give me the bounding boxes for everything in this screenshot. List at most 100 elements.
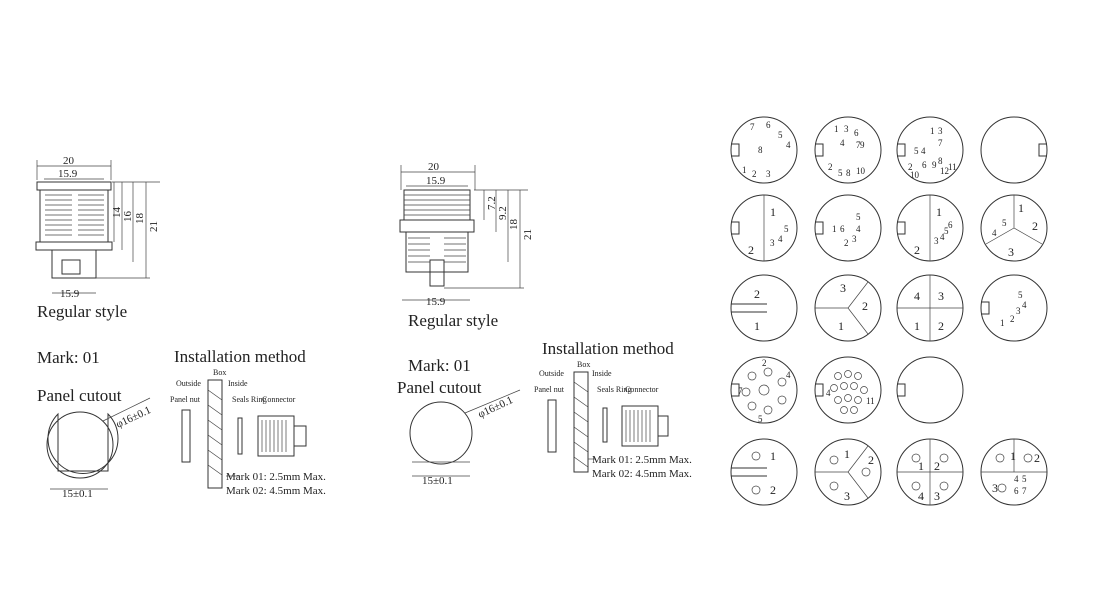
face-r1-c3: 5 4 1 3 7 2 6 10 9 8 12 11	[896, 116, 964, 184]
face-r3-c1: 2 1	[730, 274, 798, 342]
svg-text:2: 2	[868, 453, 874, 467]
svg-text:2: 2	[938, 319, 944, 333]
left-install-diagram: Outside Box Inside Panel nut Seals Ring …	[170, 368, 326, 497]
svg-text:4: 4	[940, 232, 945, 242]
mid-cutout-flat: 15±0.1	[422, 475, 453, 487]
svg-text:1: 1	[844, 447, 850, 461]
left-cutout-flat: 15±0.1	[62, 488, 93, 500]
svg-text:8: 8	[758, 145, 763, 155]
svg-text:4: 4	[914, 289, 920, 303]
svg-text:2: 2	[754, 287, 760, 301]
left-mark-label: Mark: 01	[37, 348, 100, 367]
left-mark-note-1: Mark 01: 2.5mm Max.	[226, 471, 326, 483]
svg-text:2: 2	[862, 299, 868, 313]
svg-text:1: 1	[832, 224, 837, 234]
svg-text:7: 7	[738, 386, 743, 396]
left-dim-21: 21	[148, 221, 160, 232]
left-label-panel-nut: Panel nut	[170, 395, 201, 404]
svg-text:2: 2	[1032, 219, 1038, 233]
svg-text:11: 11	[866, 396, 875, 406]
left-dim-16: 16	[122, 211, 134, 223]
svg-text:2: 2	[748, 243, 754, 257]
mid-dim-bottom: 15.9	[426, 296, 446, 308]
svg-text:1: 1	[838, 319, 844, 333]
left-dim-20: 20	[63, 155, 75, 167]
svg-text:11: 11	[948, 162, 957, 172]
face-r4-c3	[896, 356, 964, 424]
mid-label-box: Box	[577, 360, 590, 369]
svg-text:1: 1	[754, 319, 760, 333]
svg-text:4: 4	[856, 224, 861, 234]
svg-text:5: 5	[944, 226, 949, 236]
svg-text:8: 8	[846, 168, 851, 178]
svg-text:7: 7	[750, 122, 755, 132]
face-r5-c1: 1 2	[730, 438, 798, 506]
svg-text:3: 3	[934, 236, 939, 246]
svg-text:4: 4	[1022, 300, 1027, 310]
mid-regular-style-drawing: 20 15.9 7.2 9.2 18 21 15.9	[399, 161, 534, 308]
mid-install-title: Installation method	[542, 339, 674, 358]
left-dim-18: 18	[134, 213, 146, 225]
svg-text:4: 4	[786, 140, 791, 150]
svg-text:3: 3	[1008, 245, 1014, 259]
svg-text:4: 4	[1014, 474, 1019, 484]
left-panel-cutout: φ16±0.1 15±0.1	[46, 397, 153, 500]
svg-text:5: 5	[1022, 474, 1027, 484]
svg-text:3: 3	[992, 481, 998, 495]
mid-dim-20: 20	[428, 161, 440, 173]
face-r5-c3: 1 2 3 4	[896, 438, 964, 506]
face-r2-c4: 1 2 3 4 5	[980, 194, 1048, 262]
left-regular-style-drawing: 20 15.9 14 16	[35, 155, 160, 300]
svg-text:3: 3	[934, 489, 940, 503]
svg-text:2: 2	[762, 358, 767, 368]
mid-mark-label: Mark: 01	[408, 356, 471, 375]
svg-text:2: 2	[934, 459, 940, 473]
mid-label-panel-nut: Panel nut	[534, 385, 565, 394]
face-r1-c4	[980, 116, 1048, 184]
face-r4-c2: 4 11	[814, 356, 882, 424]
svg-text:3: 3	[770, 238, 775, 248]
svg-text:2: 2	[908, 162, 913, 172]
left-label-seals-ring: Seals Ring	[232, 395, 266, 404]
svg-text:9: 9	[932, 160, 937, 170]
face-r1-c1: 7 8 6 5 4 1 2 3	[730, 116, 798, 184]
svg-text:2: 2	[1034, 451, 1040, 465]
face-r2-c2: 1 6 2 3 4 5	[814, 194, 882, 262]
svg-text:3: 3	[1016, 306, 1021, 316]
left-label-outside: Outside	[176, 379, 201, 388]
svg-text:1: 1	[918, 459, 924, 473]
face-r1-c2: 1 3 6 4 9 2 5 8 10 7	[814, 116, 882, 184]
svg-text:2: 2	[770, 483, 776, 497]
svg-text:5: 5	[838, 168, 843, 178]
svg-text:3: 3	[840, 281, 846, 295]
left-label-connector: Connector	[262, 395, 296, 404]
svg-text:1: 1	[936, 205, 942, 219]
left-dim-14: 14	[111, 207, 123, 219]
left-label-inside: Inside	[228, 379, 248, 388]
svg-text:3: 3	[938, 126, 943, 136]
svg-text:1: 1	[1000, 318, 1005, 328]
svg-text:5: 5	[758, 414, 763, 424]
svg-text:3: 3	[844, 489, 850, 503]
mid-label-seals-ring: Seals Ring	[597, 385, 631, 394]
mid-install-diagram: Outside Box Inside Panel nut Seals Ring …	[534, 360, 692, 480]
svg-text:3: 3	[844, 124, 849, 134]
face-r3-c2: 3 2 1	[814, 274, 882, 342]
svg-text:5: 5	[856, 212, 861, 222]
svg-text:1: 1	[770, 449, 776, 463]
svg-text:2: 2	[752, 169, 757, 179]
svg-text:6: 6	[854, 128, 859, 138]
mid-cutout-dia: φ16±0.1	[476, 394, 515, 421]
svg-text:1: 1	[914, 319, 920, 333]
mid-label-outside: Outside	[539, 369, 564, 378]
svg-text:2: 2	[1010, 314, 1015, 324]
svg-text:1: 1	[1018, 201, 1024, 215]
left-mark-note-2: Mark 02: 4.5mm Max.	[226, 485, 326, 497]
mid-style-label: Regular style	[408, 311, 498, 330]
svg-text:6: 6	[922, 160, 927, 170]
svg-text:5: 5	[1002, 218, 1007, 228]
face-r4-c1: 2 4 7 5	[730, 356, 798, 424]
svg-text:7: 7	[856, 140, 861, 150]
